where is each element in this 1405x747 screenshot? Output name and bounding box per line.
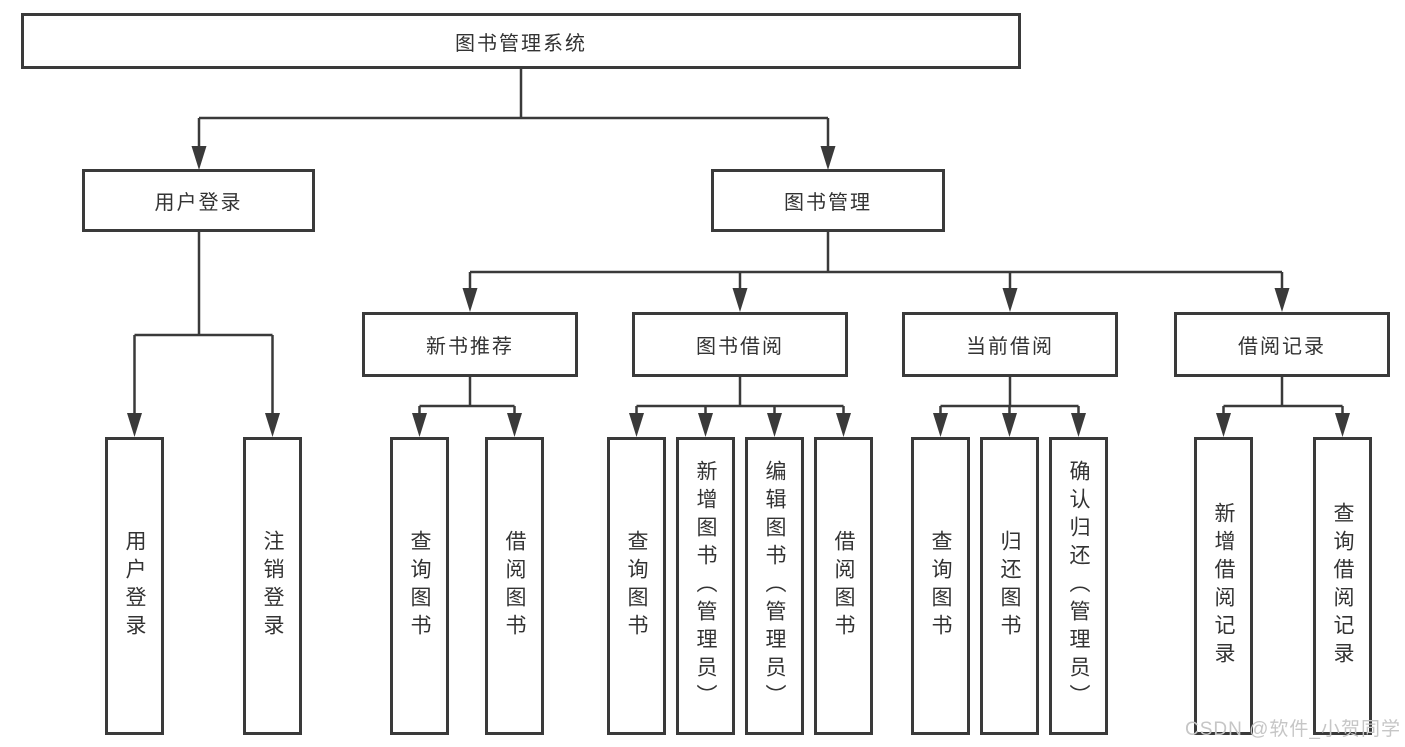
node-user-login: 用户登录 bbox=[82, 169, 315, 232]
node-label: 查询借阅记录 bbox=[1331, 502, 1354, 670]
node-label: 借阅图书 bbox=[832, 530, 855, 642]
node-label: 图书管理系统 bbox=[455, 32, 587, 55]
leaf-logout: 注销登录 bbox=[243, 437, 302, 735]
arrowheads bbox=[127, 146, 1350, 437]
node-label: 归还图书 bbox=[998, 530, 1021, 642]
node-label: 新增图书（管理员） bbox=[694, 460, 717, 712]
node-borrowing-records: 借阅记录 bbox=[1174, 312, 1390, 377]
node-label: 注销登录 bbox=[261, 530, 284, 642]
node-label: 编辑图书（管理员） bbox=[763, 460, 786, 712]
node-label: 查询图书 bbox=[408, 530, 431, 642]
leaf-add-books-admin: 新增图书（管理员） bbox=[676, 437, 735, 735]
node-label: 用户登录 bbox=[154, 192, 243, 214]
node-new-book-recommend: 新书推荐 bbox=[362, 312, 578, 377]
leaf-user-login: 用户登录 bbox=[105, 437, 164, 735]
node-label: 借阅记录 bbox=[1238, 336, 1326, 358]
node-book-management: 图书管理 bbox=[711, 169, 945, 232]
node-label: 当前借阅 bbox=[966, 336, 1054, 358]
leaf-add-borrow-record: 新增借阅记录 bbox=[1194, 437, 1253, 735]
leaf-borrow-books-recommend: 借阅图书 bbox=[485, 437, 544, 735]
leaf-confirm-return-admin: 确认归还（管理员） bbox=[1049, 437, 1108, 735]
node-label: 查询图书 bbox=[625, 530, 648, 642]
node-label: 查询图书 bbox=[929, 530, 952, 642]
node-book-borrowing: 图书借阅 bbox=[632, 312, 848, 377]
node-label: 借阅图书 bbox=[503, 530, 526, 642]
leaf-query-books-current: 查询图书 bbox=[911, 437, 970, 735]
leaf-return-books: 归还图书 bbox=[980, 437, 1039, 735]
leaf-query-books-borrowing: 查询图书 bbox=[607, 437, 666, 735]
node-label: 用户登录 bbox=[123, 530, 146, 642]
leaf-edit-books-admin: 编辑图书（管理员） bbox=[745, 437, 804, 735]
node-library-system: 图书管理系统 bbox=[21, 13, 1021, 69]
leaf-query-books-recommend: 查询图书 bbox=[390, 437, 449, 735]
node-label: 图书借阅 bbox=[696, 336, 784, 358]
node-label: 新书推荐 bbox=[426, 336, 514, 358]
node-label: 图书管理 bbox=[784, 192, 872, 214]
leaf-query-borrow-record: 查询借阅记录 bbox=[1313, 437, 1372, 735]
leaf-borrow-books: 借阅图书 bbox=[814, 437, 873, 735]
node-label: 确认归还（管理员） bbox=[1067, 460, 1090, 712]
csdn-watermark: CSDN @软件_小贺同学 bbox=[1185, 719, 1401, 740]
node-label: 新增借阅记录 bbox=[1212, 502, 1235, 670]
node-current-borrowing: 当前借阅 bbox=[902, 312, 1118, 377]
